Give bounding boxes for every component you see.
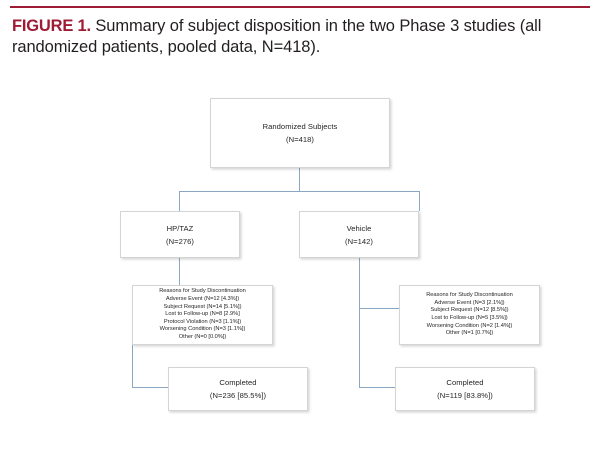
vehicle-reason-item: Subject Request (N=12 [8.5%])	[430, 307, 509, 314]
connector-hptaz-to-completed	[132, 387, 168, 389]
node-vehicle-reasons: Reasons for Study Discontinuation Advers…	[399, 285, 540, 345]
connector-hptaz-down	[179, 258, 181, 285]
vehicle-completed-title: Completed	[446, 378, 484, 387]
hptaz-reason-item: Other (N=0 [0.0%])	[178, 333, 227, 340]
node-hptaz-title: HP/TAZ	[166, 223, 194, 233]
node-randomized-count: (N=418)	[286, 135, 314, 144]
connector-to-hptaz	[179, 191, 181, 211]
connector-vehicle-down	[359, 258, 361, 388]
hptaz-reasons-heading: Reasons for Study Discontinuation	[159, 288, 246, 295]
figure-caption-text: Summary of subject disposition in the tw…	[12, 17, 542, 56]
connector-split-bar	[179, 191, 420, 193]
vehicle-reasons-heading: Reasons for Study Discontinuation	[426, 292, 513, 299]
connector-vehicle-to-completed	[359, 387, 395, 389]
node-randomized-title: Randomized Subjects	[262, 122, 338, 131]
hptaz-reason-item: Lost to Follow-up (N=8 [2.9%]	[165, 311, 240, 318]
node-vehicle-count: (N=142)	[345, 236, 373, 246]
node-hptaz-reasons: Reasons for Study Discontinuation Advers…	[132, 285, 273, 345]
node-hptaz: HP/TAZ (N=276)	[120, 211, 240, 258]
connector-hptaz-reasons-down	[132, 345, 134, 388]
connector-to-vehicle	[419, 191, 421, 211]
vehicle-reason-item: Other (N=1 [0.7%])	[445, 330, 494, 337]
flowchart-canvas: Randomized Subjects (N=418) HP/TAZ (N=27…	[0, 70, 600, 451]
node-vehicle-title: Vehicle	[346, 223, 372, 233]
header-rule	[10, 6, 590, 8]
hptaz-reason-item: Adverse Event (N=12 [4.3%])	[165, 296, 240, 303]
hptaz-reason-item: Protocol Violation (N=3 [1.1%])	[163, 318, 242, 325]
vehicle-reason-item: Worsening Condition (N=2 [1.4%])	[426, 322, 513, 329]
node-randomized-subjects: Randomized Subjects (N=418)	[210, 98, 390, 168]
connector-randomized-down	[299, 168, 301, 192]
hptaz-completed-title: Completed	[219, 378, 257, 387]
connector-vehicle-to-reasons	[359, 308, 399, 310]
vehicle-reason-item: Lost to Follow-up (N=5 [3.5%])	[431, 315, 508, 321]
node-vehicle: Vehicle (N=142)	[299, 211, 419, 258]
figure-caption: FIGURE 1. Summary of subject disposition…	[12, 16, 590, 58]
vehicle-reason-item: Adverse Event (N=3 [2.1%])	[434, 299, 505, 306]
node-hptaz-count: (N=276)	[166, 236, 194, 246]
vehicle-completed-count: (N=119 [83.8%])	[437, 391, 493, 400]
figure-label: FIGURE 1.	[12, 17, 91, 35]
hptaz-reason-item: Worsening Condition (N=3 [1.1%])	[159, 326, 246, 333]
node-hptaz-completed: Completed (N=236 [85.5%])	[168, 367, 308, 411]
hptaz-reason-item: Subject Request (N=14 [5.1%])	[163, 303, 242, 310]
node-vehicle-completed: Completed (N=119 [83.8%])	[395, 367, 535, 411]
hptaz-completed-count: (N=236 [85.5%])	[209, 391, 267, 400]
